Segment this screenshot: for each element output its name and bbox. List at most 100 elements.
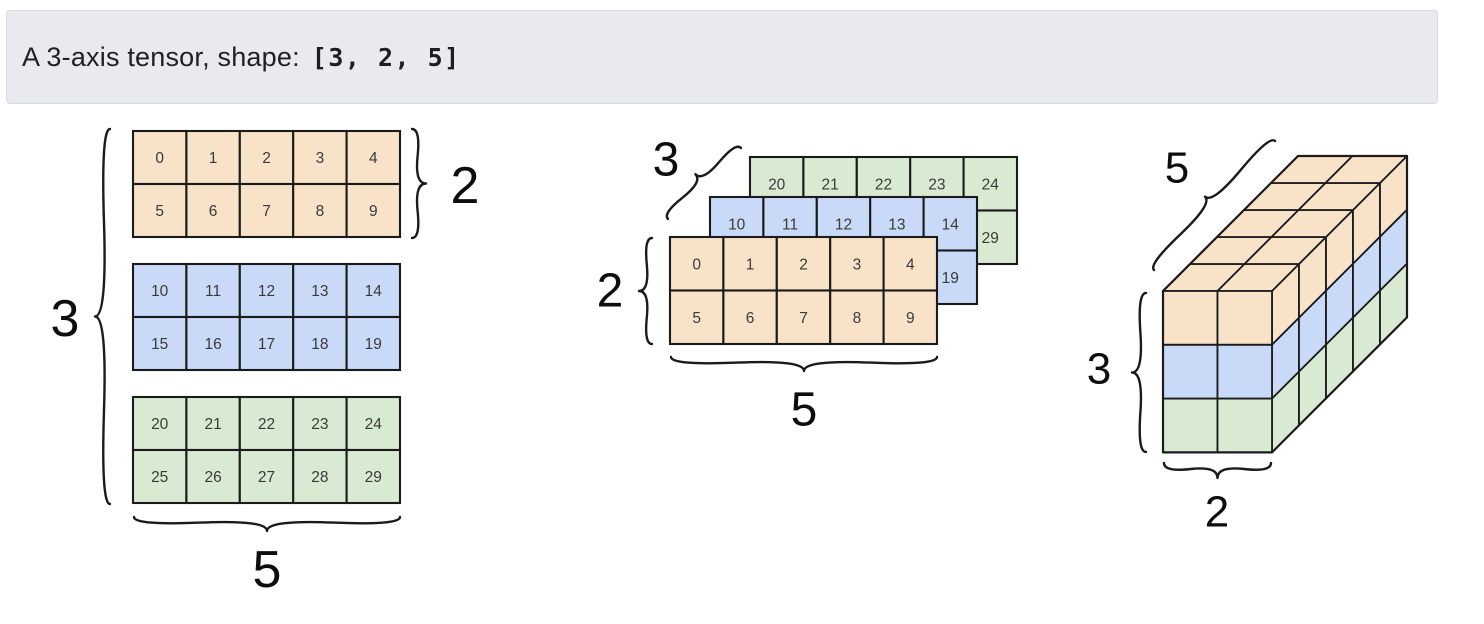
shape-code-text: [3, 2, 5] (311, 42, 461, 72)
tensor-cell-value: 12 (835, 216, 852, 233)
tensor-cell-value: 24 (365, 416, 383, 433)
tensor-cell-value: 22 (875, 176, 892, 193)
tensor-cell (668, 289, 725, 346)
cuboid-axis2-label: 5 (1165, 144, 1189, 193)
cuboid-outline (1161, 154, 1409, 454)
tensor-cell (345, 448, 402, 505)
tensor-cell-value: 17 (258, 336, 275, 353)
tensor-cell-value: 13 (888, 216, 905, 233)
tensor-cell-value: 13 (311, 283, 328, 300)
stacked-axis1-brace (637, 236, 654, 346)
tensor-cell-value: 10 (728, 216, 746, 233)
tensor-cell-value: 29 (365, 469, 382, 486)
tensor-cell-value: 23 (311, 416, 328, 433)
tensor-cell (238, 182, 295, 239)
tensor-cell-value: 15 (151, 336, 168, 353)
tensor-cell-value: 7 (799, 310, 808, 327)
cuboid-axis1-label: 2 (1205, 488, 1229, 537)
tensor-cell-value: 19 (365, 336, 382, 353)
tensor-cell-value: 3 (853, 256, 862, 273)
tensor-cell (668, 235, 725, 292)
tensor-cell-value: 5 (692, 310, 701, 327)
tensor-cell (829, 289, 885, 346)
cuboid-front-cell (1162, 290, 1219, 346)
cuboid-front-cell (1162, 397, 1219, 454)
tensor-cell-value: 0 (692, 256, 701, 273)
tensor-cell-value: 5 (155, 203, 164, 220)
tensor-cell (131, 315, 188, 372)
tensor-cell (292, 182, 348, 239)
tensor-cell-value: 24 (982, 176, 1000, 193)
tensor-cell (775, 289, 832, 346)
tensor-cell (185, 448, 241, 505)
tensor-cell-value: 27 (258, 469, 275, 486)
tensor-cell-value: 25 (151, 469, 168, 486)
tensor-cell-value: 26 (204, 469, 221, 486)
tensor-cell-value: 20 (151, 416, 169, 433)
tensor-cell (238, 395, 295, 452)
cuboid-front-cell (1162, 343, 1219, 400)
tensor-cell-value: 29 (982, 230, 999, 247)
tensor-cell (345, 315, 402, 372)
flat-axis1-label: 2 (451, 157, 480, 215)
tensor-cell (185, 395, 241, 452)
tensor-cell-value: 12 (258, 283, 275, 300)
tensor-cell (292, 262, 348, 319)
cuboid-axis1-brace (1162, 461, 1273, 480)
tensor-cell-value: 9 (906, 310, 915, 327)
flat-axis2-label: 5 (253, 541, 282, 599)
tensor-cell-value: 22 (258, 416, 275, 433)
flat-axis0-label: 3 (51, 290, 80, 348)
tensor-cell (882, 289, 939, 346)
flat-axis0-brace (93, 127, 112, 506)
tensor-cell-value: 21 (204, 416, 221, 433)
tensor-cell-value: 21 (821, 176, 838, 193)
tensor-cell-value: 4 (906, 256, 915, 273)
stacked-axis1-label: 2 (597, 265, 624, 318)
tensor-cell-value: 0 (155, 150, 164, 167)
tensor-cell-value: 20 (768, 176, 786, 193)
tensor-cell (292, 315, 348, 372)
cuboid-axis0-brace (1130, 291, 1148, 454)
tensor-cell-value: 8 (853, 310, 862, 327)
tensor-cell (131, 395, 188, 452)
tensor-cell-value: 7 (262, 203, 271, 220)
tensor-cell-value: 14 (942, 216, 960, 233)
caption-bar: A 3-axis tensor, shape: [3, 2, 5] (6, 10, 1438, 104)
tensor-cell-value: 23 (928, 176, 945, 193)
tensor-cell-value: 16 (204, 336, 221, 353)
tensor-cell-value: 28 (311, 469, 328, 486)
tensor-cell-value: 2 (262, 150, 271, 167)
tensor-cell (185, 315, 241, 372)
tensor-cell-value: 10 (151, 283, 169, 300)
cuboid-axis0-label: 3 (1087, 345, 1111, 394)
tensor-cell-value: 1 (746, 256, 755, 273)
tensor-cell-value: 3 (316, 150, 325, 167)
caption-text: A 3-axis tensor, shape: (22, 41, 300, 72)
figure-cuboid: 5 3 2 (1087, 139, 1409, 537)
tensor-cell (722, 235, 778, 292)
tensor-cell-value: 9 (369, 203, 378, 220)
tensor-cell-value: 11 (205, 283, 221, 300)
cuboid-front-cell (1216, 397, 1273, 454)
tensor-cell (185, 262, 241, 319)
tensor-cell (345, 182, 402, 239)
tensor-cell-value: 11 (782, 216, 798, 233)
cuboid-axis2-brace (1151, 139, 1277, 272)
tensor-cell (238, 448, 295, 505)
tensor-cell-value: 2 (799, 256, 808, 273)
flat-axis1-brace (410, 127, 428, 240)
tensor-cell (722, 289, 778, 346)
stacked-axis2-brace (669, 355, 939, 373)
tensor-cell (775, 235, 832, 292)
flat-axis2-brace (132, 515, 402, 533)
tensor-cell-value: 18 (311, 336, 328, 353)
figure-stacked-matrices: 2021222324252627282910111213141516171819… (597, 134, 1019, 437)
tensor-cell (292, 448, 348, 505)
tensor-cell-value: 1 (209, 150, 218, 167)
cuboid-front-cell (1216, 290, 1273, 346)
tensor-cell (185, 182, 241, 239)
cuboid-front-cell (1216, 343, 1273, 400)
